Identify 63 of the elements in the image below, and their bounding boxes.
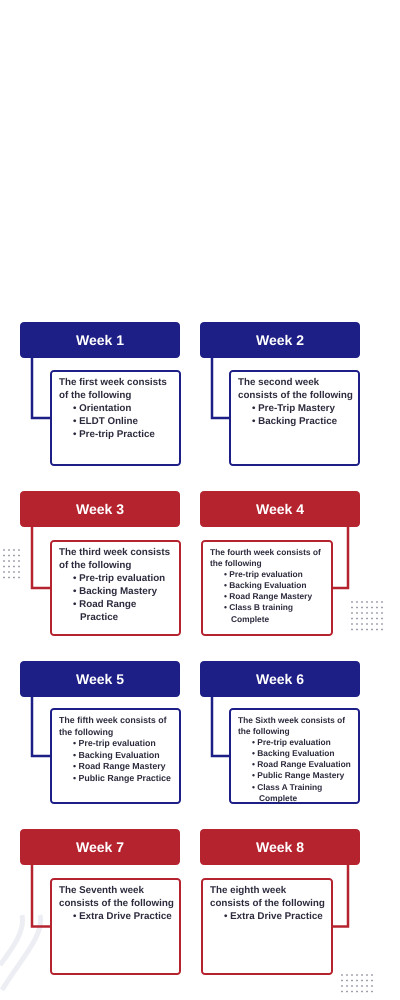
- list-item: • Backing Evaluation: [252, 748, 336, 760]
- list-item: • Pre-trip evaluation: [224, 569, 304, 580]
- list-item: • Backing Practice: [252, 416, 338, 429]
- list-item: • ELDT Online: [73, 416, 139, 429]
- connector-line: [30, 358, 50, 420]
- week-header: [20, 322, 180, 358]
- list-item: • Pre-trip Practice: [73, 428, 156, 442]
- content-card: [50, 878, 181, 975]
- connector-line: [333, 865, 350, 928]
- list-item: • Backing Evaluation: [73, 750, 161, 762]
- connector-line: [333, 527, 350, 590]
- list-item: • Backing Mastery: [73, 586, 158, 599]
- list-item: • Public Range Practice: [73, 773, 172, 785]
- list-item: • Orientation: [73, 402, 132, 416]
- list-item: • Road Range Mastery: [224, 591, 314, 602]
- list-item: • Pre-trip evaluation: [73, 738, 157, 750]
- list-item: • Backing Evaluation: [224, 580, 308, 592]
- description: The Sixth week consists of the following: [238, 715, 346, 738]
- week-title: Week 6: [256, 671, 304, 687]
- week-header: [20, 491, 180, 527]
- week-title: Week 1: [76, 332, 124, 348]
- content-card: [50, 708, 181, 804]
- week-header: [20, 829, 180, 865]
- week-header: [200, 491, 360, 527]
- list-item: • Class A Training Complete: [252, 782, 324, 804]
- content-card: [201, 540, 333, 636]
- list-item: • Pre-Trip Mastery: [252, 402, 336, 416]
- week-title: Week 4: [256, 501, 304, 517]
- connector-line: [30, 527, 50, 590]
- connector-line: [30, 697, 50, 758]
- week-title: Week 5: [76, 671, 124, 687]
- list-item: • Road Range Evaluation: [252, 759, 352, 770]
- description: The first week consists of the following: [59, 377, 168, 403]
- content-card: [50, 370, 181, 466]
- content-card: [201, 878, 333, 975]
- description: The third week consists of the following: [59, 547, 172, 573]
- connector-line: [210, 697, 229, 758]
- description: The fifth week consists of the following: [59, 715, 168, 738]
- week-title: Week 2: [256, 332, 304, 348]
- list-item: • Road Range Practice: [73, 598, 138, 625]
- week-header: [20, 661, 180, 697]
- list-item: • Road Range Mastery: [73, 761, 167, 774]
- list-item: • Pre-trip evaluation: [252, 737, 332, 748]
- connector-line: [30, 865, 50, 928]
- list-item: • Extra Drive Practice: [73, 910, 173, 924]
- list-item: • Class B training Complete: [224, 602, 294, 625]
- description: The fourth week consists of the following: [210, 547, 322, 570]
- list-item: • Public Range Mastery: [252, 770, 346, 782]
- description: The eighth week consists of the following: [210, 885, 326, 911]
- content-card: [229, 370, 360, 466]
- description: The Seventh week consists of the following: [59, 885, 174, 911]
- week-title: Week 7: [76, 839, 124, 855]
- week-title: Week 3: [76, 501, 124, 517]
- connector-line: [210, 358, 229, 420]
- content-card: [50, 540, 181, 636]
- content-card: [229, 708, 360, 804]
- week-header: [200, 322, 360, 358]
- week-header: [200, 829, 360, 865]
- week-header: [200, 661, 360, 697]
- week-title: Week 8: [256, 839, 304, 855]
- list-item: • Extra Drive Practice: [224, 910, 324, 924]
- list-item: • Pre-trip evaluation: [73, 572, 166, 586]
- description: The second week consists of the following: [238, 377, 353, 403]
